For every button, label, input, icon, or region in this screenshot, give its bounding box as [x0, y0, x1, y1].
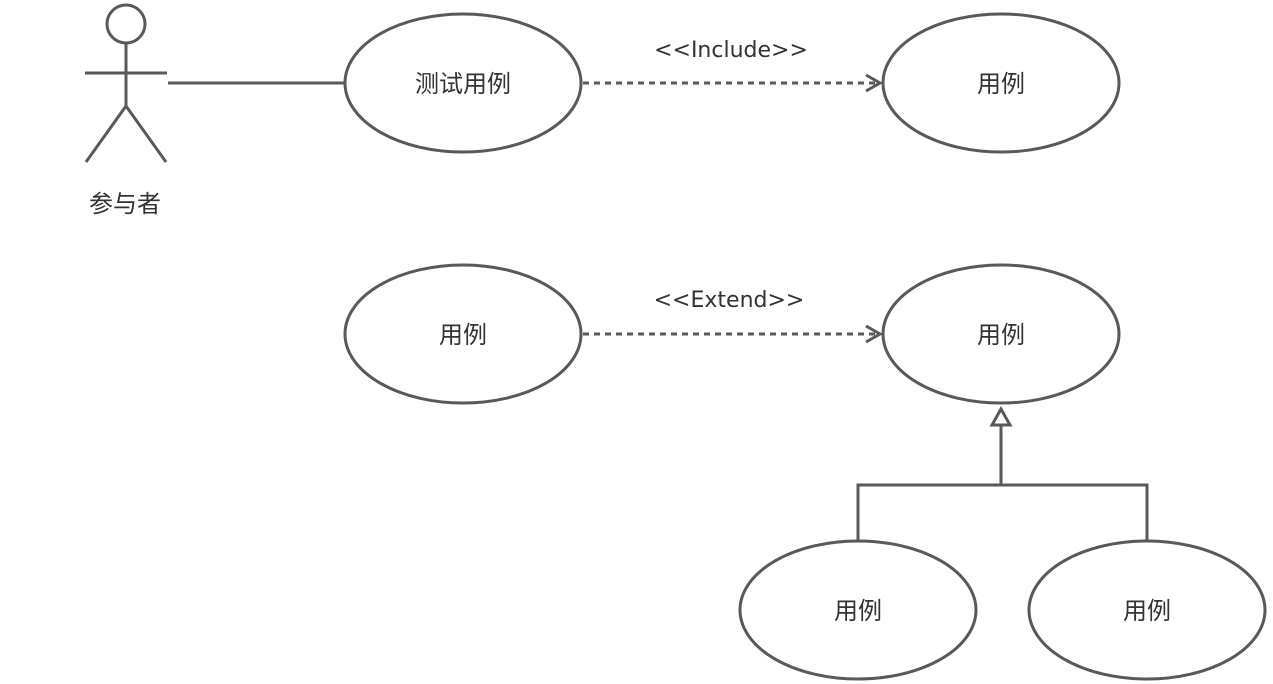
use-case-child-right-label: 用例	[1123, 597, 1171, 625]
actor[interactable]: 参与者	[84, 3, 168, 218]
use-case-extended-label: 用例	[977, 321, 1025, 349]
actor-right-leg	[124, 105, 168, 163]
include-label: <<Include>>	[654, 38, 808, 63]
use-case-included-label: 用例	[977, 70, 1025, 98]
generalization-branch-line	[856, 483, 1149, 541]
actor-left-leg	[84, 105, 128, 163]
use-case-extended[interactable]: 用例	[881, 263, 1121, 405]
extend-arrowhead	[865, 324, 884, 344]
generalization-arrowhead	[989, 405, 1013, 427]
use-case-test-label: 测试用例	[415, 70, 511, 98]
use-case-extending[interactable]: 用例	[343, 263, 583, 405]
use-case-included[interactable]: 用例	[881, 12, 1121, 154]
use-case-child-left[interactable]: 用例	[738, 539, 978, 681]
use-case-child-left-label: 用例	[834, 597, 882, 625]
use-case-extending-label: 用例	[439, 321, 487, 349]
include-arrowhead	[865, 73, 884, 93]
extend-label: <<Extend>>	[654, 288, 805, 313]
actor-head	[105, 3, 147, 45]
actor-label: 参与者	[89, 190, 161, 218]
use-case-test[interactable]: 测试用例	[343, 12, 583, 154]
use-case-child-right[interactable]: 用例	[1027, 539, 1267, 681]
